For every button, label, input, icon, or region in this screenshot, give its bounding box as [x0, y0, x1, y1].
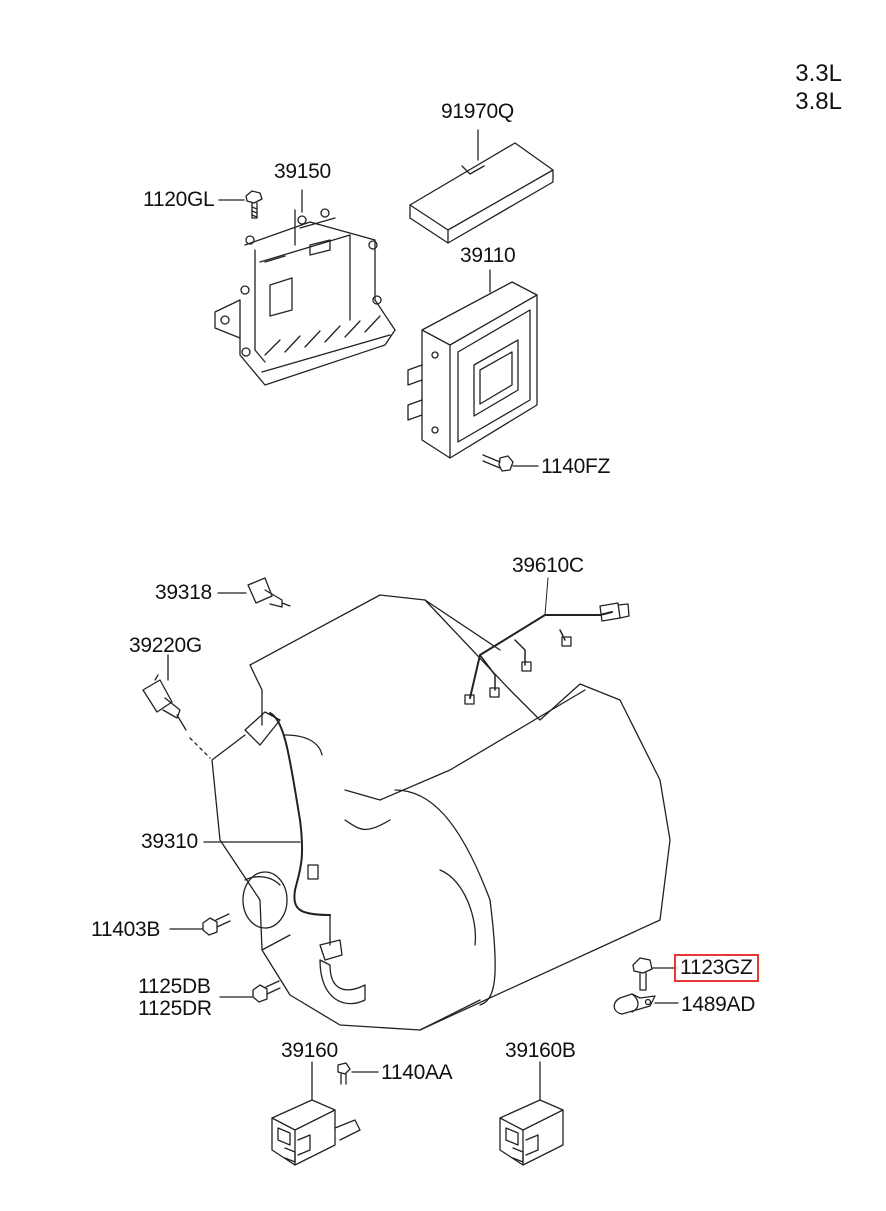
part-label-39150[interactable]: 39150	[274, 160, 331, 183]
part-label-39110[interactable]: 39110	[460, 244, 516, 267]
part-label-1140AA[interactable]: 1140AA	[381, 1061, 453, 1084]
ecu-bracket-drawing	[214, 189, 396, 386]
part-label-39318[interactable]: 39318	[155, 581, 212, 604]
harness-39310-drawing	[203, 711, 343, 961]
engine-variant-3-8l: 3.8L	[795, 88, 842, 115]
part-label-39160B[interactable]: 39160B	[505, 1039, 576, 1062]
part-label-1123GZ-highlighted[interactable]: 1123GZ	[674, 954, 759, 982]
clip-1489AD-drawing	[613, 993, 679, 1015]
engine-block-drawing	[211, 594, 671, 1031]
part-label-11403B[interactable]: 11403B	[91, 918, 161, 941]
bolt-1140FZ-drawing	[482, 454, 539, 472]
ecu-cover-drawing	[409, 129, 554, 244]
part-label-1125DR[interactable]: 1125DR	[138, 997, 212, 1020]
part-label-39310[interactable]: 39310	[141, 830, 198, 853]
part-label-1140FZ[interactable]: 1140FZ	[541, 455, 611, 478]
relay-39160-drawing	[271, 1061, 361, 1166]
sensor-39318-drawing	[217, 577, 291, 608]
part-label-1120GL[interactable]: 1120GL	[143, 188, 215, 211]
part-label-39220G[interactable]: 39220G	[129, 634, 202, 657]
sensor-39220G-drawing	[142, 654, 211, 759]
bolt-1140AA-drawing	[337, 1062, 379, 1085]
bolt-1120GL-drawing	[218, 190, 263, 219]
part-label-39160[interactable]: 39160	[281, 1039, 338, 1062]
part-label-39610C[interactable]: 39610C	[512, 554, 584, 577]
engine-variants: 3.3L 3.8L	[795, 60, 842, 116]
part-label-1489AD[interactable]: 1489AD	[681, 993, 756, 1016]
bolt-11403B-drawing	[169, 913, 231, 936]
relay-39160B-drawing	[499, 1061, 564, 1166]
engine-variant-3-3l: 3.3L	[795, 60, 842, 87]
harness-39610C-drawing	[464, 577, 630, 705]
part-label-1125DB[interactable]: 1125DB	[138, 975, 211, 998]
bolt-1123GZ-drawing	[632, 957, 677, 991]
ecu-module-drawing	[407, 269, 538, 459]
part-label-91970Q[interactable]: 91970Q	[441, 100, 514, 123]
bolt-1125DB-drawing	[219, 980, 281, 1003]
